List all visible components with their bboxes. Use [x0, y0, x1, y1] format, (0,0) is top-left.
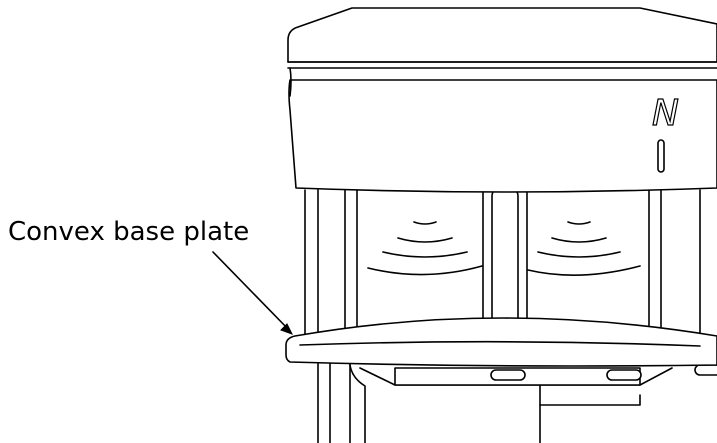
transducer-housing — [304, 189, 701, 341]
top-cap — [287, 7, 717, 193]
acoustic-waves-right — [527, 221, 641, 276]
convex-base-plate-label: Convex base plate — [8, 217, 249, 247]
north-marker-letter: N — [652, 93, 679, 134]
mounting-hub — [359, 364, 717, 386]
callout-arrow-line — [212, 251, 291, 332]
north-marker: N — [651, 92, 680, 173]
north-marker-line — [657, 139, 665, 173]
acoustic-waves-left — [367, 221, 483, 276]
convex-base-plate — [285, 317, 717, 367]
callout: Convex base plate — [8, 217, 294, 335]
callout-arrowhead — [280, 323, 294, 335]
central-rod — [491, 187, 519, 341]
